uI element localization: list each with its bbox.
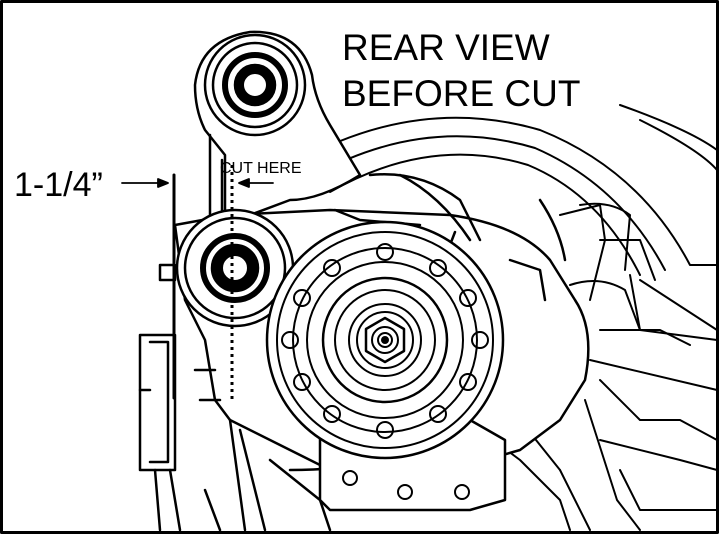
hub-flange (265, 220, 505, 460)
lower-bolts (342, 470, 470, 500)
upper-arm (193, 30, 362, 227)
cut-here-label: CUT HERE (220, 160, 302, 177)
title-line-1: REAR VIEW (342, 27, 550, 68)
axle-housing (299, 104, 718, 531)
measurement-label: 1-1/4” (14, 166, 103, 204)
lower-bushing (175, 208, 295, 328)
cut-arrow (238, 178, 274, 188)
lug-holes (281, 243, 489, 439)
title-line-2: BEFORE CUT (342, 73, 580, 114)
measurement-arrow (121, 178, 169, 188)
